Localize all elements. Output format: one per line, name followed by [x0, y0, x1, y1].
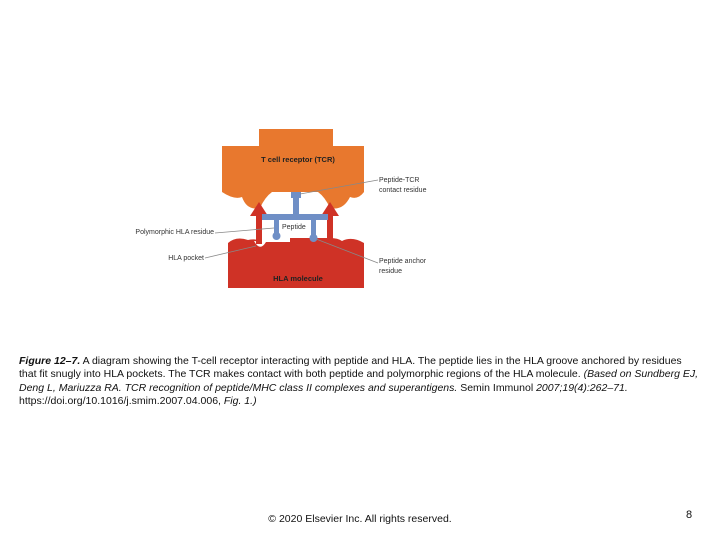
polymorphic-hla-label: Polymorphic HLA residue	[135, 229, 214, 236]
hla-molecule-label: HLA molecule	[273, 274, 323, 283]
tcr-hla-diagram: T cell receptor (TCR) HLA molecule Pepti…	[135, 129, 427, 288]
citation-volume: 2007;19(4):262–71.	[536, 381, 628, 394]
citation-end: Fig. 1.)	[223, 395, 257, 408]
citation-italic: (Based on Sundberg EJ, Deng L, Mariuzza …	[19, 368, 699, 394]
figure-label: Figure 12–7.	[19, 355, 81, 367]
hla-pocket-label: HLA pocket	[168, 255, 204, 262]
peptide-tcr-contact-label-2: contact residue	[379, 187, 427, 194]
peptide-tcr-contact-label-1: Peptide-TCR	[379, 177, 419, 184]
tcr-label: T cell receptor (TCR)	[261, 155, 335, 164]
peptide-anchor-label-2: residue	[379, 268, 402, 275]
page-number: 8	[686, 509, 693, 521]
copyright-footer: © 2020 Elsevier Inc. All rights reserved…	[268, 513, 452, 525]
peptide-shape	[262, 192, 328, 242]
pointer-lines	[204, 179, 379, 264]
peptide-anchor-label-1: Peptide anchor	[379, 258, 427, 265]
peptide-label: Peptide	[282, 224, 306, 231]
figure-caption: Figure 12–7. A diagram showing the T-cel…	[19, 355, 699, 409]
hla-molecule-shape	[228, 238, 364, 288]
citation-doi: https://doi.org/10.1016/j.smim.2007.04.0…	[19, 395, 221, 408]
citation-journal: Semin Immunol	[460, 381, 534, 394]
caption-text: A diagram showing the T-cell receptor in…	[19, 355, 682, 381]
